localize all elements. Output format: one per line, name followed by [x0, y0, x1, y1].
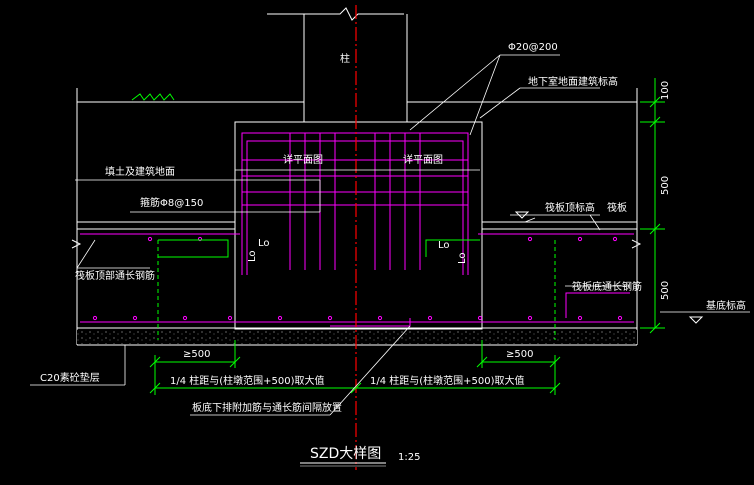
- bottom-note-label: 板底下排附加筋与通长筋间隔放置: [192, 401, 342, 414]
- break-symbols: [71, 239, 642, 249]
- c20-cushion-layer: [77, 330, 637, 344]
- anchorage-lines: [157, 239, 556, 340]
- rebar-dots: [92, 236, 623, 321]
- raft-bottom-rebar-label: 筏板底通长钢筋: [572, 280, 642, 293]
- dim-100-label: 100: [660, 81, 671, 100]
- base-elev-label: 基底标高: [706, 299, 746, 312]
- lo-label-3: Lo: [438, 240, 450, 251]
- raft-slabs: [77, 221, 637, 346]
- elevation-marks: [514, 211, 704, 324]
- ge500-left-label: ≥500: [183, 349, 210, 360]
- dim-500-a-label: 500: [660, 176, 671, 195]
- raft-top-rebar-label: 筏板顶部通长钢筋: [75, 269, 155, 282]
- backfill-label: 填土及建筑地面: [105, 165, 175, 178]
- raft-top-label: 筏板顶标高: [545, 201, 595, 214]
- dimension-vertical: [640, 78, 665, 334]
- drawing-scale: 1:25: [398, 452, 420, 463]
- stirrup-label: 箍筋Φ8@150: [140, 196, 203, 209]
- column: [267, 7, 408, 122]
- rebar-top-label: Φ20@200: [508, 42, 558, 53]
- earth-hatch-icon: [131, 93, 175, 101]
- lo-label-2: Lo: [247, 250, 258, 262]
- drawing-title: SZD大样图: [310, 446, 381, 462]
- drawing-title-block: SZD大样图 1:25: [300, 446, 420, 467]
- pier-outline: [234, 121, 483, 330]
- cushion-label: C20素砼垫层: [40, 371, 100, 384]
- detail-left-label: 详平面图: [283, 153, 323, 166]
- column-label: 柱: [340, 52, 350, 65]
- ge500-right-label: ≥500: [506, 349, 533, 360]
- detail-right-label: 详平面图: [403, 153, 443, 166]
- lo-label-1: Lo: [258, 238, 270, 249]
- lo-label-4: Lo: [457, 252, 468, 264]
- raft-label: 筏板: [607, 201, 627, 214]
- dimension-horizontal: [149, 340, 561, 395]
- quarter-left-label: 1/4 柱距与(柱墩范围+500)取大值: [170, 374, 325, 387]
- dim-500-b-label: 500: [660, 281, 671, 300]
- leader-lines: [30, 54, 750, 416]
- basement-floor-label: 地下室地面建筑标高: [528, 75, 618, 88]
- rebar-magenta: [80, 132, 634, 327]
- quarter-right-label: 1/4 柱距与(柱墩范围+500)取大值: [370, 374, 525, 387]
- ground-lines: [76, 88, 638, 345]
